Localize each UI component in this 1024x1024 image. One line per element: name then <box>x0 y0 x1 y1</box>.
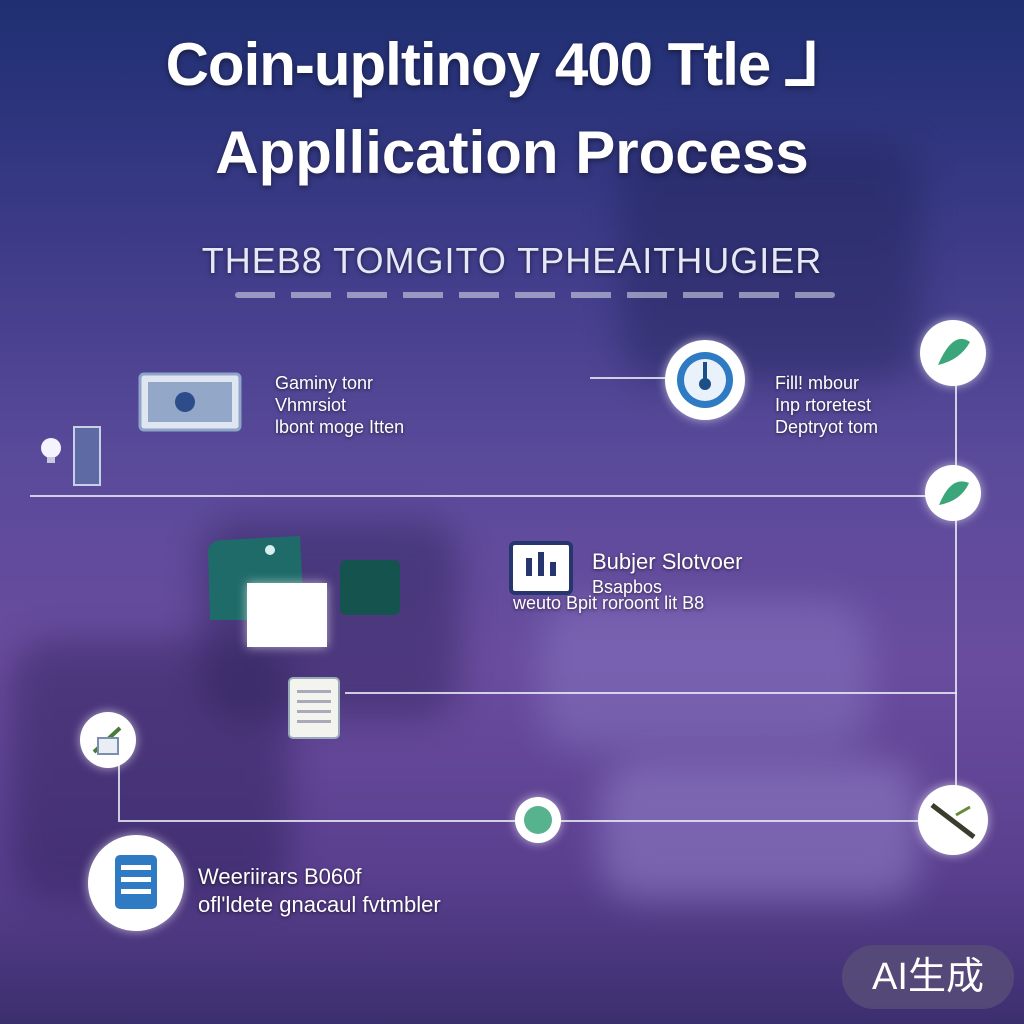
bulb-icon <box>38 435 64 465</box>
leaf-node-icon <box>515 797 561 843</box>
step-2-line-2: Inp rtoretest <box>775 395 872 415</box>
step-3-line-1: Bubjer Slotvoer <box>592 549 743 574</box>
clipboard-icon <box>508 540 574 596</box>
page-subtitle: THEB8 TOMGITO TPHEAITHUGIER <box>201 240 823 281</box>
background-shape <box>540 600 870 750</box>
ai-generated-badge: AI生成 <box>842 945 1014 1009</box>
form-icon <box>88 835 184 931</box>
step-1-line-3: lbont moge Itten <box>275 417 405 437</box>
step-3-line-2: Bsapbos <box>592 577 663 597</box>
step-4-text: Weeriirars B060f ofl'ldete gnacaul fvtmb… <box>198 863 441 919</box>
step-2-text: Fill! mbour Inp rtoretest Deptryot tom <box>775 372 878 438</box>
pen-node-icon <box>918 785 988 855</box>
background-shape <box>600 760 920 900</box>
leaf-node-icon <box>925 465 981 521</box>
monitor-icon <box>130 372 245 434</box>
step-4-line-1: Weeriirars B060f <box>198 864 362 889</box>
timer-icon <box>665 340 745 420</box>
connector-line <box>30 495 930 497</box>
connector-line <box>955 520 957 790</box>
leaf-node-icon <box>920 320 986 386</box>
step-1-line-1: Gaminy tonr <box>275 373 374 393</box>
document-icon <box>72 425 102 487</box>
step-2-line-3: Deptryot tom <box>775 417 879 437</box>
step-4-line-2: ofl'ldete gnacaul fvtmbler <box>198 892 441 917</box>
background-shape <box>620 140 920 380</box>
step-3-line-3: weuto Bpit roroont lit B8 <box>513 593 705 613</box>
connector-line <box>955 370 957 480</box>
subtitle-underline <box>235 292 835 298</box>
notes-icon <box>287 676 341 740</box>
connector-line <box>118 760 120 820</box>
page-title-line-1: Coin-upltinoy 400 Ttle ⅃ <box>165 31 820 98</box>
lock-icon <box>80 712 136 768</box>
page-title-line-2: Appllication Process <box>215 119 809 186</box>
step-3-text: Bubjer Slotvoer Bsapbos <box>592 548 742 598</box>
step-1-line-2: Vhmrsiot <box>275 395 347 415</box>
step-2-line-1: Fill! mbour <box>775 373 860 393</box>
step-1-text: Gaminy tonr Vhmrsiot lbont moge Itten <box>275 372 404 438</box>
connector-line <box>590 377 670 379</box>
blank-card <box>247 583 327 647</box>
connector-line <box>345 692 957 694</box>
